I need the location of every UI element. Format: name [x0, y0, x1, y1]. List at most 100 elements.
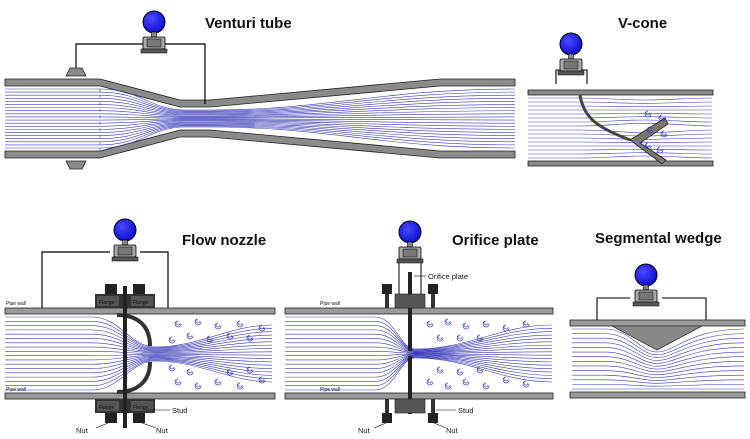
v-cone-meter: V-cone [527, 15, 714, 167]
eddy-swirl [236, 320, 244, 328]
eddy-swirl [476, 334, 484, 342]
streamline [528, 105, 713, 107]
eddy-swirl [476, 366, 484, 374]
eddy-swirl [482, 382, 490, 390]
wedge-transmitter [632, 263, 660, 307]
streamline [5, 125, 516, 146]
streamline [572, 361, 745, 373]
eddy-swirl [462, 322, 470, 330]
eddy-swirl [646, 126, 654, 134]
pipe-wall-label: Pipe wall [6, 301, 26, 307]
orifice-transmitter [396, 220, 424, 264]
flange-label: Flange [99, 300, 115, 306]
stud-label: Stud [458, 406, 473, 415]
eddy-swirl [456, 334, 464, 342]
streamline [5, 342, 273, 353]
streamline [5, 338, 273, 352]
streamline [572, 356, 745, 370]
orifice-plate-meter: Pipe wall Pipe wall Orifice plate Stud N… [284, 220, 554, 435]
segmental-wedge-meter: Segmental wedge [569, 230, 746, 399]
streamline [5, 121, 516, 130]
orifice-title: Orifice plate [452, 232, 539, 249]
streamline [285, 316, 553, 350]
eddy-swirl [246, 334, 254, 342]
nut-label-right: Nut [156, 426, 169, 435]
eddy-swirl [482, 320, 490, 328]
streamline [5, 346, 273, 354]
eddy-swirl [502, 324, 510, 332]
streamline [5, 354, 273, 356]
eddy-swirl [226, 332, 234, 340]
venturi-transmitter [140, 10, 168, 54]
streamline [285, 333, 553, 352]
eddy-swirl [186, 332, 194, 340]
streamline [5, 329, 273, 350]
eddy-swirl [206, 335, 214, 343]
flange-label: Flange [133, 405, 149, 411]
eddy-swirl [436, 334, 444, 342]
streamline [285, 346, 553, 354]
eddy-swirl [444, 382, 452, 390]
streamline [528, 155, 713, 159]
nozzle-transmitter [111, 218, 139, 262]
streamline [5, 357, 273, 374]
eddy-swirl [426, 320, 434, 328]
flow-nozzle-meter: Pipe wall Pipe wall Flange Flange Flange… [4, 218, 276, 435]
eddy-swirl [522, 380, 530, 388]
streamline [5, 359, 273, 387]
streamline [5, 104, 516, 115]
streamline [285, 325, 553, 351]
streamline [285, 353, 553, 361]
streamline [5, 107, 516, 116]
streamline [5, 356, 273, 369]
streamline [285, 320, 553, 350]
streamline [5, 355, 273, 365]
eddy-swirl [258, 376, 266, 384]
pipe-wall-label: Pipe wall [320, 301, 340, 307]
streamline [572, 347, 745, 364]
streamline [5, 110, 516, 117]
streamline [285, 354, 553, 365]
streamline [528, 113, 713, 115]
streamline [5, 94, 516, 113]
streamline [5, 120, 516, 127]
eddy-swirl [462, 378, 470, 386]
eddy-swirl [656, 146, 664, 154]
streamline [5, 325, 273, 349]
streamline [5, 101, 516, 114]
streamline [285, 329, 553, 351]
eddy-swirl [522, 320, 530, 328]
streamline [528, 141, 713, 143]
streamline [572, 328, 745, 353]
streamline [572, 365, 745, 376]
streamline [285, 353, 553, 356]
nut-label-left: Nut [358, 426, 371, 435]
streamline [528, 101, 713, 104]
streamline [5, 354, 273, 361]
streamline [285, 357, 553, 391]
streamline [285, 356, 553, 378]
eddy-swirl [226, 368, 234, 376]
streamline [5, 98, 516, 113]
eddy-swirl [174, 378, 182, 386]
streamline [5, 113, 516, 118]
streamline [528, 149, 713, 151]
eddy-swirl [174, 320, 182, 328]
eddy-swirl [658, 114, 666, 122]
eddy-swirl [246, 366, 254, 374]
streamline [5, 124, 516, 143]
streamline [5, 88, 516, 111]
streamline [5, 124, 516, 139]
streamline [5, 122, 516, 133]
streamline [572, 351, 745, 367]
nozzle-title: Flow nozzle [182, 232, 266, 249]
eddy-swirl [502, 376, 510, 384]
streamline [285, 357, 553, 387]
eddy-swirl [168, 364, 176, 372]
orifice-plate-label: Orifice plate [428, 272, 468, 281]
streamline [5, 126, 516, 149]
streamline [528, 123, 713, 127]
streamline [5, 91, 516, 112]
streamline [285, 338, 553, 352]
